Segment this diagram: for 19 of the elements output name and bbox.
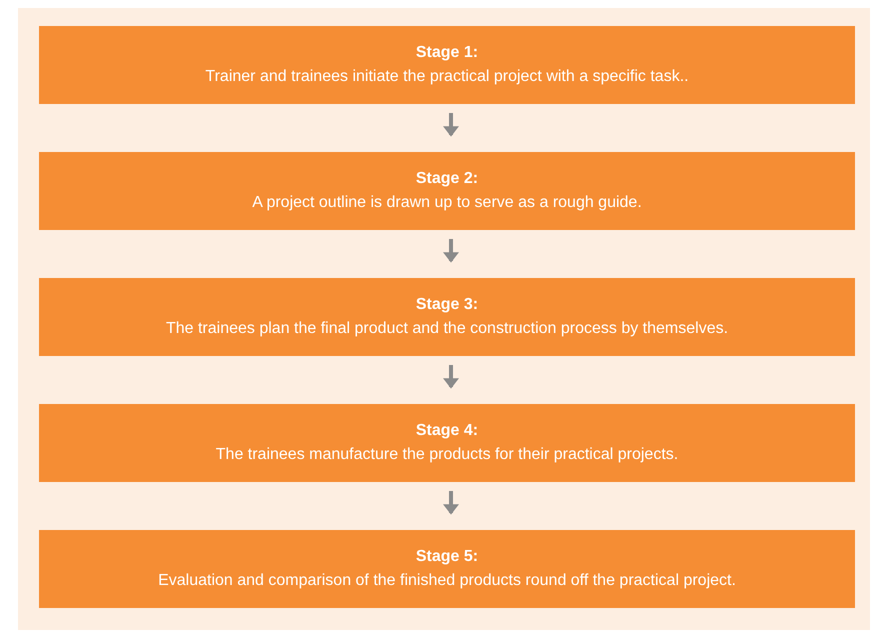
stage-box — [39, 278, 855, 356]
stage-box — [39, 530, 855, 608]
stage-description: A project outline is drawn up to serve as a rough guide. — [252, 193, 642, 213]
stage-title: Stage 4: — [416, 421, 478, 441]
stage-description: Evaluation and comparison of the finished products round off the practical project. — [158, 571, 736, 591]
stage-title: Stage 5: — [416, 547, 478, 567]
stage-description: Trainer and trainees initiate the practical project with a specific task.. — [205, 67, 689, 87]
arrow — [443, 491, 459, 515]
stage-description: The trainees plan the final product and the construction process by themselves. — [166, 319, 728, 339]
stage-description: The trainees manufacture the products for their practical projects. — [216, 445, 678, 465]
arrow — [443, 365, 459, 389]
stage-title: Stage 2: — [416, 169, 478, 189]
stage-title: Stage 3: — [416, 295, 478, 315]
arrow — [443, 113, 459, 137]
arrow — [443, 239, 459, 263]
stage-box — [39, 404, 855, 482]
stage-title: Stage 1: — [416, 43, 478, 63]
stage-box — [39, 26, 855, 104]
stage-box — [39, 152, 855, 230]
